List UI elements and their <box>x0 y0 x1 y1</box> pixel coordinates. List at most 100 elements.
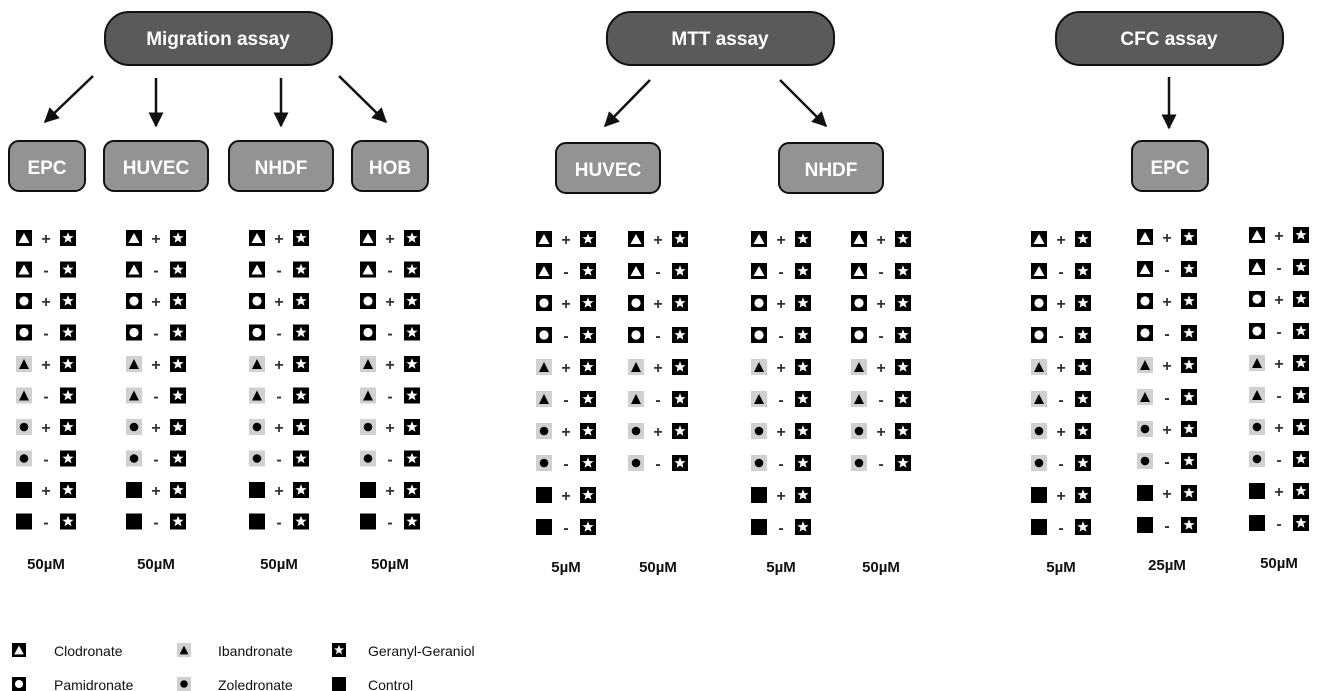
geranylgeraniol-icon <box>170 293 186 309</box>
sign-label: + <box>274 483 283 500</box>
zoledronate-icon <box>628 455 644 471</box>
geranylgeraniol-icon <box>170 450 186 467</box>
clodronate-icon <box>126 230 142 246</box>
sign-label: - <box>43 389 48 406</box>
sign-label: + <box>385 357 394 374</box>
assay-migration: Migration assay <box>104 11 333 66</box>
condition-row: - <box>536 327 596 345</box>
condition-row: - <box>851 391 911 409</box>
geranylgeraniol-icon <box>580 359 596 375</box>
geranylgeraniol-icon <box>895 231 911 247</box>
condition-row: - <box>1137 261 1197 279</box>
geranylgeraniol-icon <box>404 387 420 404</box>
sign-label: - <box>43 515 48 532</box>
zoledronate-icon <box>851 455 867 471</box>
condition-row: + <box>1137 357 1197 375</box>
geranylgeraniol-icon <box>1293 451 1309 467</box>
condition-row: + <box>1137 229 1197 247</box>
sign-label: + <box>1162 294 1171 311</box>
sign-label: - <box>276 263 281 280</box>
condition-row: - <box>851 455 911 473</box>
sign-label: - <box>276 326 281 343</box>
geranylgeraniol-icon <box>170 230 186 246</box>
clodronate-icon <box>851 231 867 247</box>
condition-column: +-+-+-+-+-5µM <box>1031 231 1091 576</box>
legend: Clodronate Pamidronate Ibandronate Zoled… <box>12 643 475 691</box>
pamidronate-icon <box>360 324 376 341</box>
concentration-label: 5µM <box>766 559 795 576</box>
ibandronate-icon <box>360 356 376 372</box>
condition-row: - <box>536 519 596 537</box>
geranylgeraniol-icon <box>1075 327 1091 343</box>
condition-row: - <box>1031 391 1091 409</box>
assay-cfc: CFC assay <box>1055 11 1284 66</box>
clodronate-icon <box>249 230 265 246</box>
ibandronate-icon <box>249 356 265 372</box>
condition-row: + <box>751 295 811 313</box>
condition-row: - <box>16 513 76 532</box>
geranylgeraniol-icon <box>672 423 688 439</box>
sign-label: - <box>778 328 783 345</box>
zoledronate-icon <box>628 423 644 439</box>
pamidronate-icon <box>1249 291 1265 307</box>
ibandronate-icon <box>851 391 867 407</box>
sign-label: + <box>653 296 662 313</box>
control-icon <box>332 677 346 691</box>
control-icon <box>1137 517 1153 533</box>
sign-label: + <box>151 294 160 311</box>
sign-label: - <box>563 264 568 281</box>
sign-label: - <box>43 452 48 469</box>
concentration-label: 25µM <box>1148 557 1186 574</box>
geranylgeraniol-icon <box>1181 357 1197 373</box>
control-icon <box>536 519 552 535</box>
geranylgeraniol-icon <box>1181 421 1197 437</box>
condition-row: - <box>126 450 186 469</box>
condition-column: +-+-+-+-+-5µM <box>536 231 596 576</box>
pamidronate-icon <box>249 293 265 309</box>
condition-row: + <box>249 230 309 248</box>
sign-label: - <box>878 456 883 473</box>
geranylgeraniol-icon <box>672 391 688 407</box>
condition-row: + <box>16 230 76 248</box>
sign-label: - <box>778 520 783 537</box>
condition-row: + <box>751 423 811 441</box>
geranylgeraniol-icon <box>293 356 309 372</box>
geranylgeraniol-icon <box>672 327 688 343</box>
condition-row: + <box>126 230 186 248</box>
sign-label: - <box>655 456 660 473</box>
condition-row: + <box>628 423 688 441</box>
sign-label: - <box>563 328 568 345</box>
sign-label: + <box>1056 424 1065 441</box>
pamidronate-icon <box>851 327 867 343</box>
condition-row: + <box>1031 295 1091 313</box>
condition-column: +-+-+-+-+-25µM <box>1137 229 1197 574</box>
control-icon <box>1137 485 1153 501</box>
sign-label: + <box>876 296 885 313</box>
sign-label: - <box>778 264 783 281</box>
condition-row: + <box>1137 485 1197 503</box>
condition-row: + <box>16 293 76 311</box>
assay-cfc-label: CFC assay <box>1120 29 1218 50</box>
condition-row: + <box>628 231 688 249</box>
sign-label: + <box>653 232 662 249</box>
clodronate-icon <box>360 230 376 246</box>
geranylgeraniol-icon <box>293 293 309 309</box>
ibandronate-icon <box>249 387 265 404</box>
geranylgeraniol-icon <box>580 455 596 471</box>
control-icon <box>249 513 265 530</box>
condition-row: - <box>751 455 811 473</box>
geranylgeraniol-icon <box>170 356 186 372</box>
geranylgeraniol-icon <box>60 482 76 498</box>
condition-row: + <box>751 359 811 377</box>
control-icon <box>126 513 142 530</box>
sign-label: - <box>1276 324 1281 341</box>
arrow-mtt-nhdf <box>779 79 828 128</box>
ibandronate-icon <box>126 356 142 372</box>
concentration-label: 50µM <box>27 556 65 573</box>
ibandronate-icon <box>751 359 767 375</box>
geranylgeraniol-icon <box>1181 389 1197 405</box>
sign-label: + <box>274 357 283 374</box>
sign-label: - <box>387 515 392 532</box>
geranylgeraniol-icon <box>60 419 76 435</box>
